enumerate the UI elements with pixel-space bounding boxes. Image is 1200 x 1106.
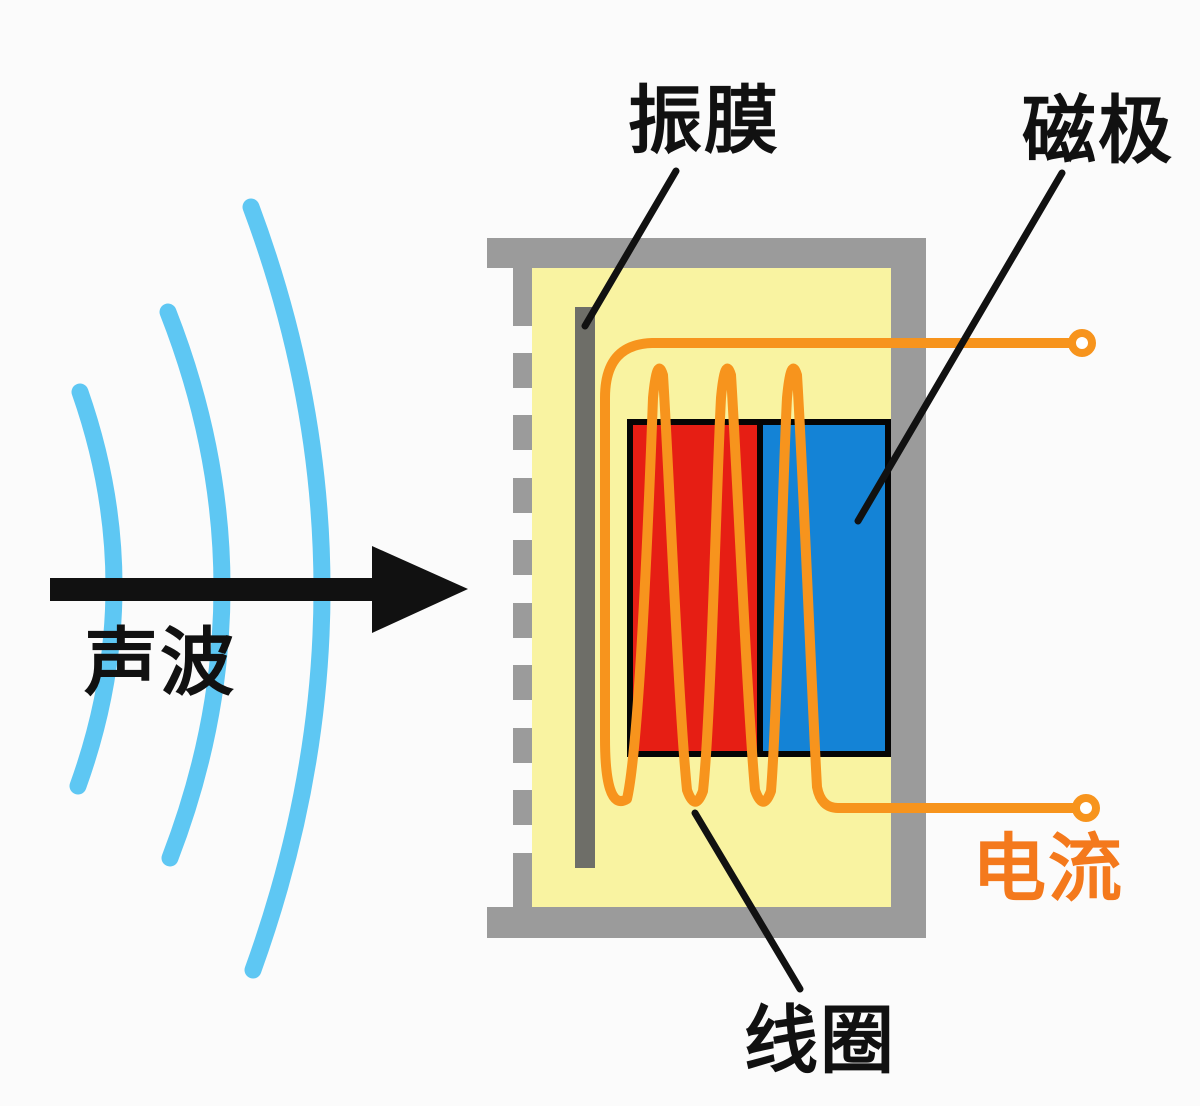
grille-dash — [513, 665, 532, 700]
housing-right-wall — [891, 238, 926, 938]
housing-bottom-bar — [487, 907, 926, 938]
pointer-line-diaphragm — [581, 167, 680, 330]
coil-wire — [600, 338, 1091, 813]
housing-top-bar — [487, 238, 926, 268]
grille-dash — [513, 478, 532, 513]
grille-dash — [513, 728, 532, 763]
grille-dash — [513, 353, 532, 388]
arrow-head — [372, 546, 468, 633]
diaphragm-bar — [575, 307, 595, 868]
pointer-line-coil — [691, 809, 804, 993]
label-diaphragm: 振膜 — [628, 79, 780, 162]
housing-left-top-stub — [513, 266, 532, 326]
grille-dash — [513, 603, 532, 638]
housing-left-grille — [513, 353, 532, 825]
label-magnet-pole: 磁极 — [1022, 89, 1174, 172]
grille-dash — [513, 790, 532, 825]
arrow-shaft — [50, 578, 380, 601]
grille-dash — [513, 540, 532, 575]
label-current: 电流 — [972, 827, 1124, 910]
terminal-bottom — [1072, 794, 1100, 822]
grille-dash — [513, 415, 532, 450]
label-sound-wave: 声波 — [84, 621, 236, 704]
pointer-line-magnet-pole — [854, 169, 1066, 525]
sound-direction-arrow — [50, 546, 468, 633]
label-coil: 线圈 — [744, 999, 896, 1082]
housing-left-bottom-stub — [513, 853, 532, 909]
terminal-top — [1068, 329, 1096, 357]
